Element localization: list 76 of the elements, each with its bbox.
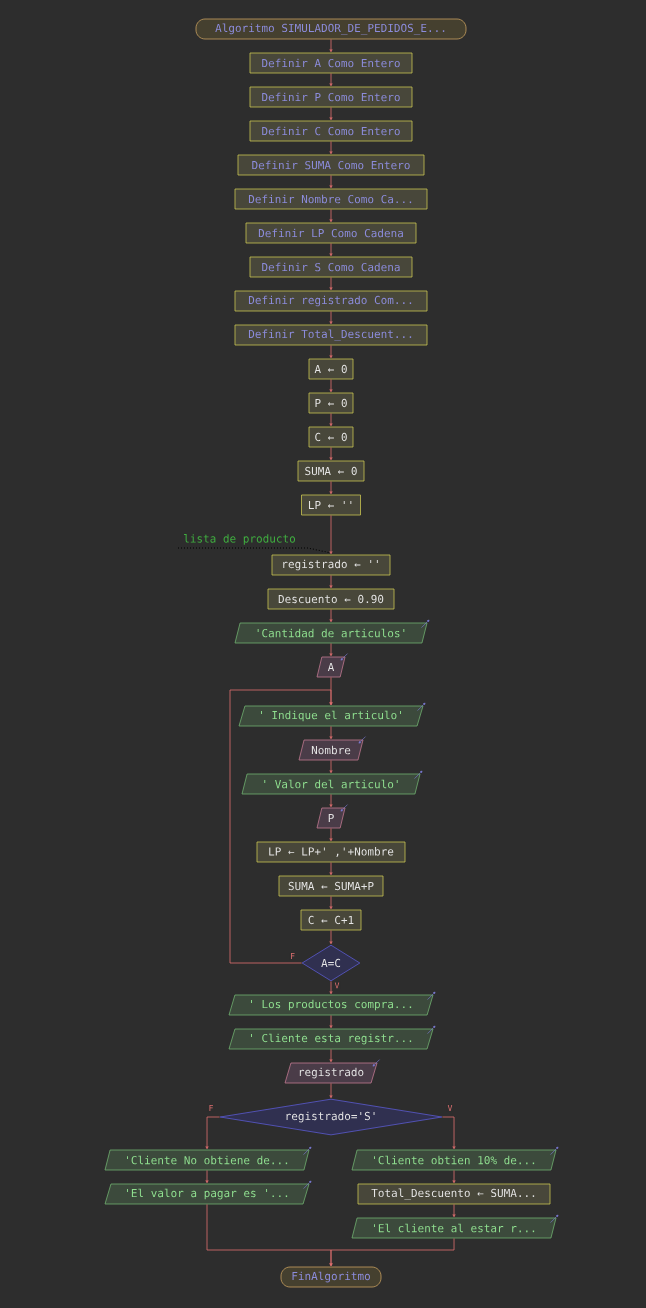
arrow	[452, 1204, 456, 1218]
arrow	[329, 345, 333, 359]
output-box: ' Cliente esta registr...	[228, 1025, 436, 1050]
edge-label: V	[446, 1104, 454, 1112]
arrow	[329, 726, 333, 740]
edge-label: F	[289, 952, 296, 960]
process-box: Definir LP Como Cadena	[245, 222, 417, 244]
arrow	[329, 209, 333, 223]
process-box: P ← 0	[308, 392, 354, 414]
terminal-box: Algoritmo SIMULADOR_DE_PEDIDOS_E...	[195, 18, 467, 40]
output-box: 'El cliente al estar r...	[351, 1214, 559, 1239]
output-box: 'Cliente obtien 10% de...	[351, 1146, 559, 1171]
arrow	[329, 794, 333, 808]
arrow	[329, 447, 333, 461]
comment: lista de producto	[177, 534, 332, 554]
output-box: ' Indique el articulo'	[238, 702, 426, 727]
arrow	[329, 311, 333, 325]
arrow	[329, 1083, 333, 1099]
process-box: Definir Nombre Como Ca...	[234, 188, 428, 210]
arrow	[452, 1170, 456, 1184]
arrow	[329, 575, 333, 589]
process-box: SUMA ← SUMA+P	[278, 875, 384, 897]
arrow	[205, 1170, 209, 1184]
arrow	[329, 1238, 455, 1267]
process-box: Definir registrado Com...	[234, 290, 428, 312]
terminal-box: FinAlgoritmo	[280, 1266, 382, 1288]
output-box: ' Los productos compra...	[228, 991, 436, 1016]
arrow	[329, 862, 333, 876]
arrow	[329, 515, 333, 555]
input-box: P	[316, 804, 348, 829]
process-box: Total_Descuento ← SUMA...	[357, 1183, 551, 1205]
edge-label: F	[207, 1104, 215, 1112]
process-box: Definir S Como Cadena	[249, 256, 413, 278]
arrow	[329, 896, 333, 910]
process-box: Definir A Como Entero	[249, 52, 413, 74]
arrow	[329, 413, 333, 427]
arrow	[205, 1116, 220, 1150]
input-box: A	[316, 653, 348, 678]
arrow	[329, 141, 333, 155]
arrow	[329, 1049, 333, 1063]
arrow	[329, 107, 333, 121]
arrow	[329, 828, 333, 842]
input-box: registrado	[284, 1059, 380, 1084]
process-box: Definir C Como Entero	[249, 120, 413, 142]
arrow	[442, 1116, 456, 1150]
arrow	[329, 175, 333, 189]
output-box: 'El valor a pagar es '...	[104, 1180, 312, 1205]
arrow	[329, 643, 333, 657]
process-box: A ← 0	[308, 358, 354, 380]
process-box: SUMA ← 0	[297, 460, 365, 482]
process-box: LP ← LP+' ,'+Nombre	[256, 841, 406, 863]
process-box: Definir SUMA Como Entero	[237, 154, 425, 176]
process-box: Descuento ← 0.90	[267, 588, 395, 610]
arrow	[329, 481, 333, 495]
process-box: Definir Total_Descuent...	[234, 324, 428, 346]
arrow	[329, 1015, 333, 1029]
process-box: Definir P Como Entero	[249, 86, 413, 108]
arrow	[329, 981, 333, 995]
arrow	[329, 73, 333, 87]
arrow	[329, 277, 333, 291]
arrow	[329, 39, 333, 53]
arrow	[229, 689, 333, 964]
process-box: C ← C+1	[300, 909, 362, 931]
process-box: C ← 0	[308, 426, 354, 448]
output-box: 'Cantidad de articulos'	[234, 619, 430, 644]
arrow	[329, 243, 333, 257]
process-box: registrado ← ''	[271, 554, 391, 576]
arrow	[329, 609, 333, 623]
process-box: LP ← ''	[301, 494, 361, 516]
output-box: ' Valor del articulo'	[241, 770, 423, 795]
arrow	[329, 379, 333, 393]
edge-label: V	[333, 981, 341, 990]
output-box: 'Cliente No obtiene de...	[104, 1146, 312, 1171]
arrow	[329, 930, 333, 945]
arrow	[329, 760, 333, 774]
input-box: Nombre	[298, 736, 366, 761]
